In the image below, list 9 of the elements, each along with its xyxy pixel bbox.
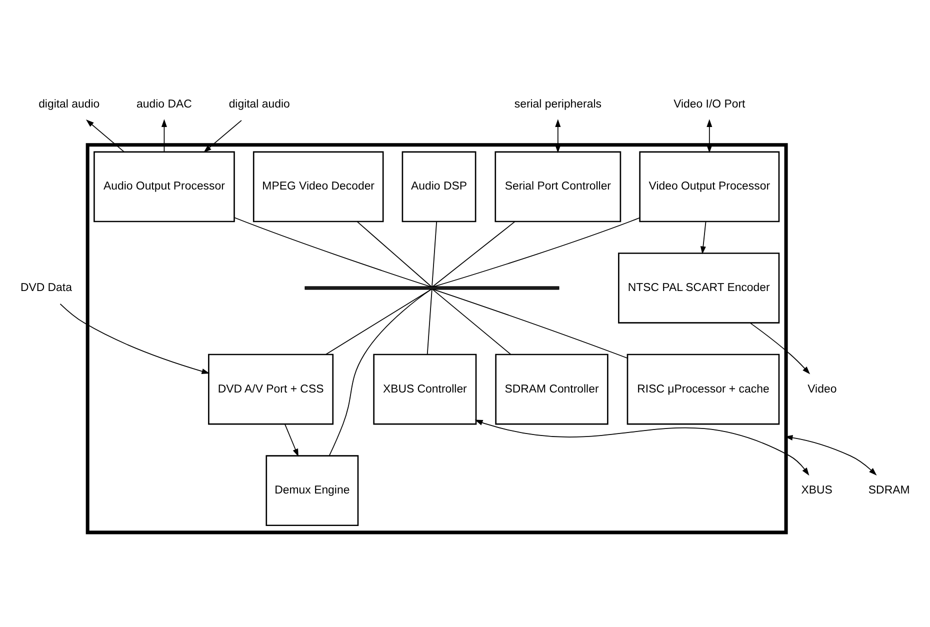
node-text: audio DAC bbox=[136, 98, 192, 110]
node-text: DVD Data bbox=[20, 282, 72, 294]
node-text: Video bbox=[808, 382, 837, 395]
node-text: digital audio bbox=[228, 98, 290, 110]
node-text: serial peripherals bbox=[514, 98, 602, 110]
node-text: XBUS bbox=[801, 484, 832, 496]
node-text: digital audio bbox=[38, 98, 100, 110]
node-text: Video I/O Port bbox=[674, 98, 746, 110]
node-text: SDRAM bbox=[868, 484, 910, 496]
